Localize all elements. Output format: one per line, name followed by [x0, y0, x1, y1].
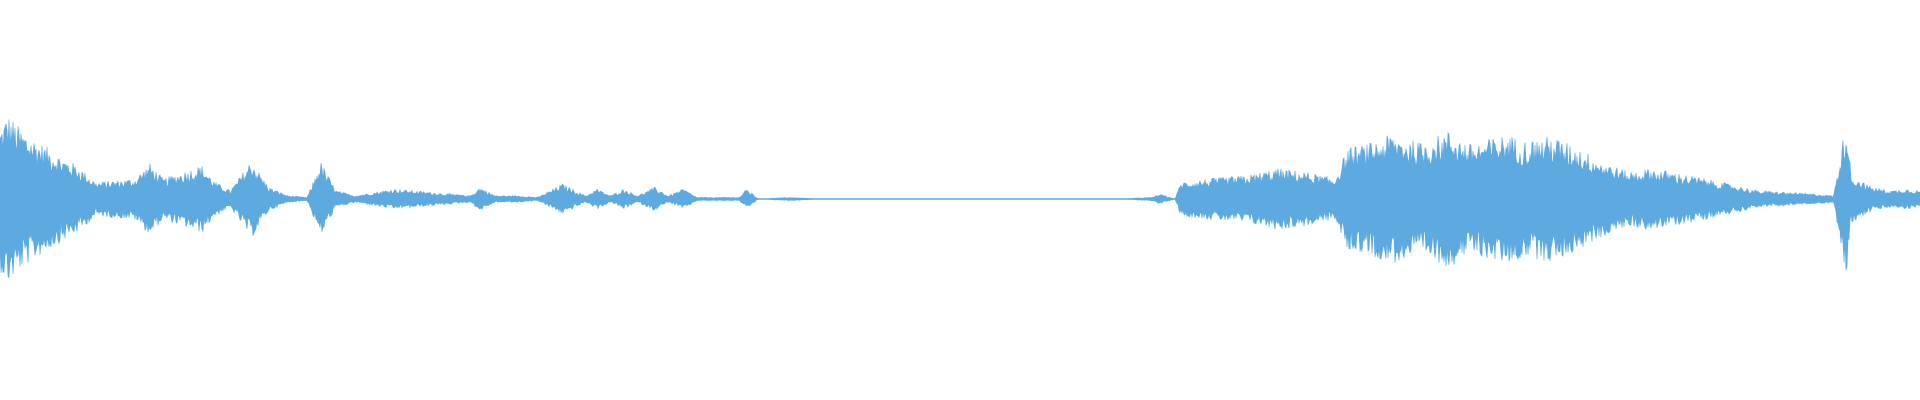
- audio-waveform: [0, 119, 1920, 279]
- waveform-panel: [0, 119, 1920, 279]
